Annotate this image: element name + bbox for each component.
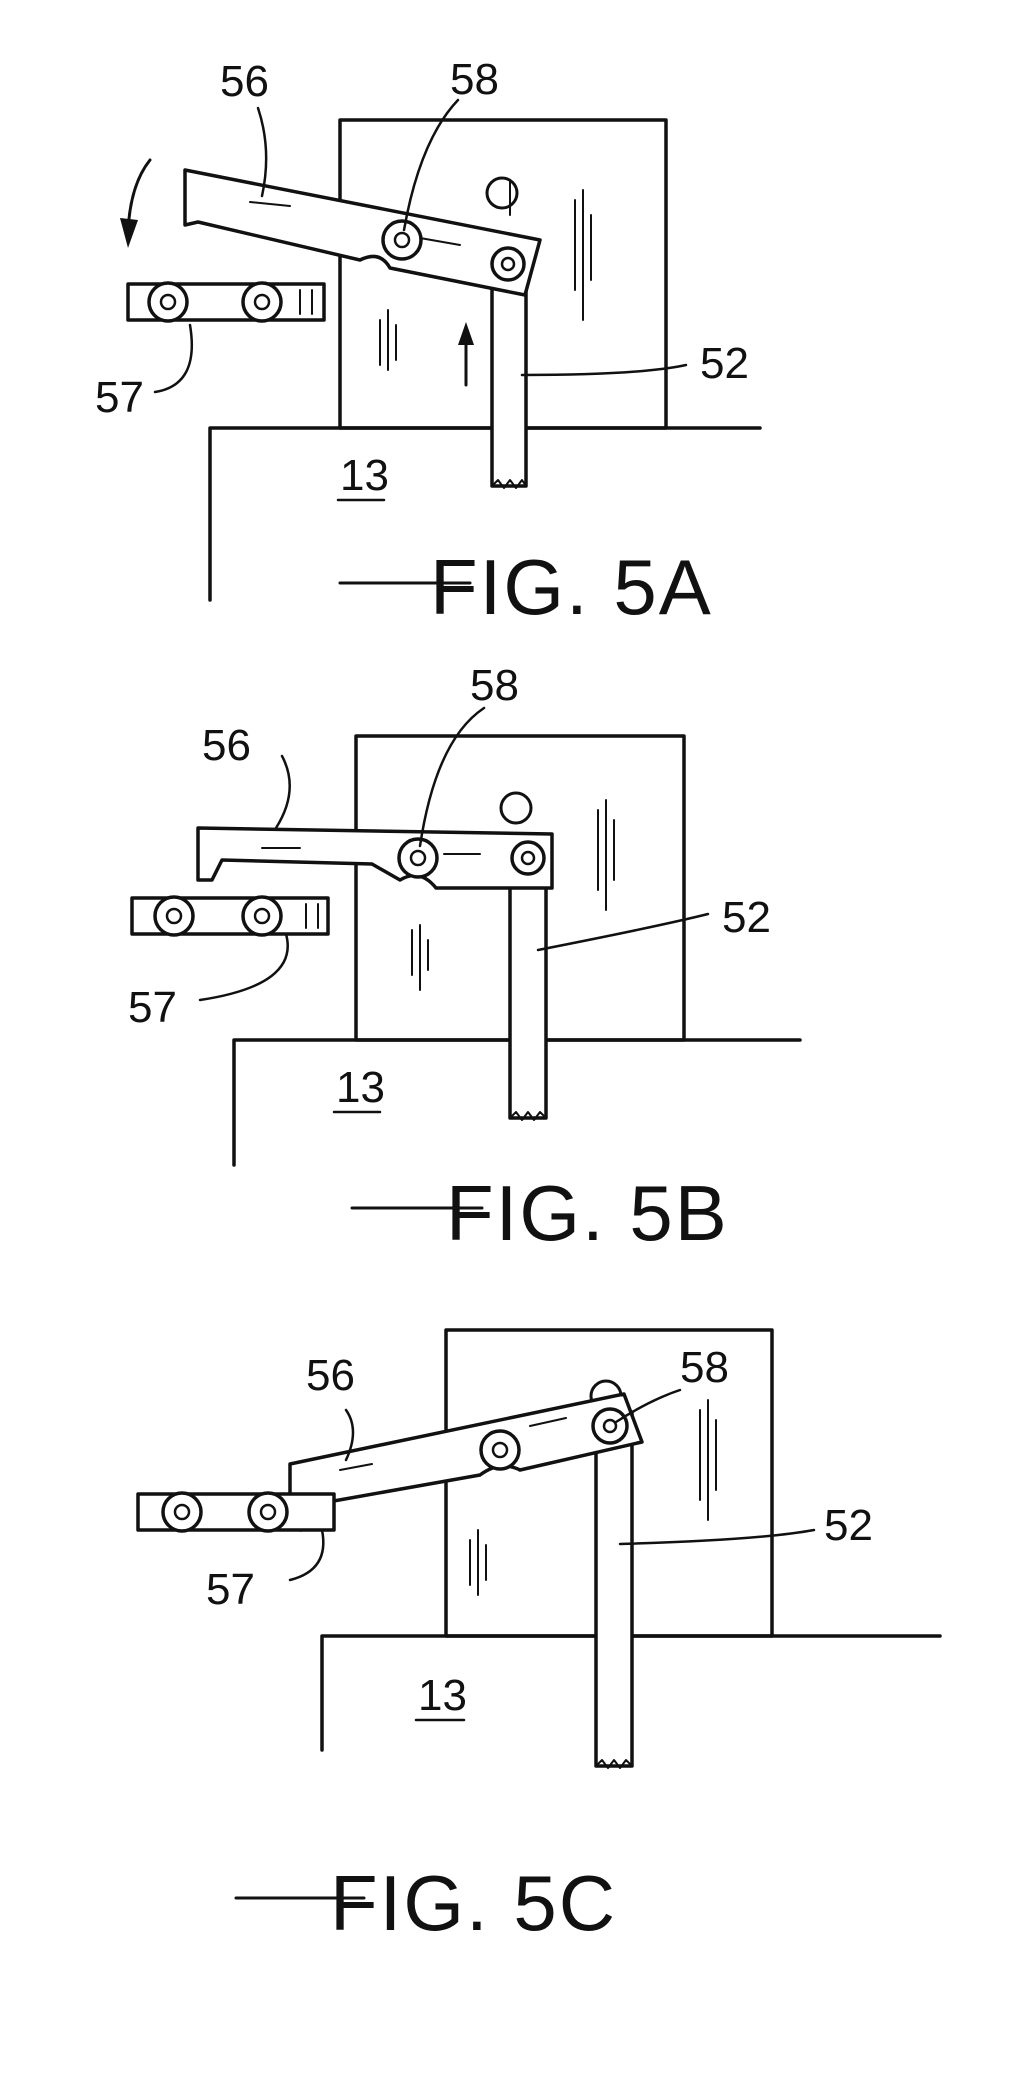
stop-pin [499,791,533,825]
caption-fig-5c: FIG. 5C [330,1859,617,1947]
label-52: 52 [722,893,771,942]
leader-57 [288,1528,325,1582]
rod-link-pin [490,246,526,282]
lever-56 [183,168,542,297]
label-57: 57 [128,983,177,1032]
leader-52 [536,912,710,952]
housing-shading [411,799,615,991]
pivot-center-bolt [479,1429,521,1471]
leader-56 [344,1408,355,1462]
stop-pin [485,176,519,210]
pivot-58 [397,837,439,879]
bracket-bolt-socket [165,907,183,925]
leader-58 [402,98,460,232]
bracket-bolt [247,1491,289,1533]
label-52: 52 [824,1501,873,1550]
leader-56 [256,106,268,198]
label-56: 56 [202,721,251,770]
bracket-bolt [241,281,283,323]
label-57: 57 [206,1565,255,1614]
bracket-bolt [153,895,195,937]
bracket-bolt [147,281,189,323]
leader-57 [198,932,289,1002]
leader-52 [618,1528,816,1546]
lever-56-shading [261,847,481,855]
pivot-center-socket [491,1441,509,1459]
figure-5b: 56 58 52 57 13 FIG. 5B [128,661,802,1257]
pivot-58-socket [602,1418,618,1434]
label-58: 58 [680,1343,729,1392]
label-58: 58 [450,55,499,104]
figure-5a: 56 58 52 57 13 FIG. 5A [95,55,762,631]
bracket-shading [305,903,319,929]
label-56: 56 [306,1351,355,1400]
rod-52 [594,1410,634,1768]
label-13: 13 [336,1063,385,1112]
bracket-bolt-socket [253,293,271,311]
label-56: 56 [220,57,269,106]
leader-56 [274,754,291,830]
pivot-58 [591,1407,629,1445]
pivot-58-socket [409,849,427,867]
label-13: 13 [418,1671,467,1720]
caption-fig-5b: FIG. 5B [446,1169,729,1257]
rod-link-pin [510,840,546,876]
figure-5c: 56 58 52 57 13 FIG. 5C [136,1328,942,1947]
rod-52-break [491,479,527,489]
pivot-58 [381,219,423,261]
lever-56-shading [249,201,461,246]
bracket-bolt-socket [173,1503,191,1521]
leader-58 [418,706,486,848]
caption-fig-5a: FIG. 5A [430,543,713,631]
rod-link-socket [520,850,536,866]
leader-57 [153,323,194,394]
bracket-bolt-socket [159,293,177,311]
label-57: 57 [95,373,144,422]
bracket-bolt [241,895,283,937]
bracket-bolt [161,1491,203,1533]
label-58: 58 [470,661,519,710]
arrow-curved-down-icon [120,158,152,248]
label-13: 13 [340,451,389,500]
bracket-shading [299,289,313,315]
lever-56 [288,1392,644,1532]
lever-56 [196,826,554,890]
leader-58 [614,1388,682,1424]
bracket-bolt-socket [253,907,271,925]
rod-link-socket [500,256,516,272]
rod-52-break [509,1111,547,1121]
pivot-58-socket [393,231,411,249]
bracket-bolt-socket [259,1503,277,1521]
label-52: 52 [700,339,749,388]
rod-52-break [595,1759,633,1769]
housing-shading [379,179,592,371]
arrow-up-icon [458,322,474,387]
housing-shading [469,1399,717,1596]
leader-52 [520,363,688,377]
lever-56-shading [339,1417,567,1471]
